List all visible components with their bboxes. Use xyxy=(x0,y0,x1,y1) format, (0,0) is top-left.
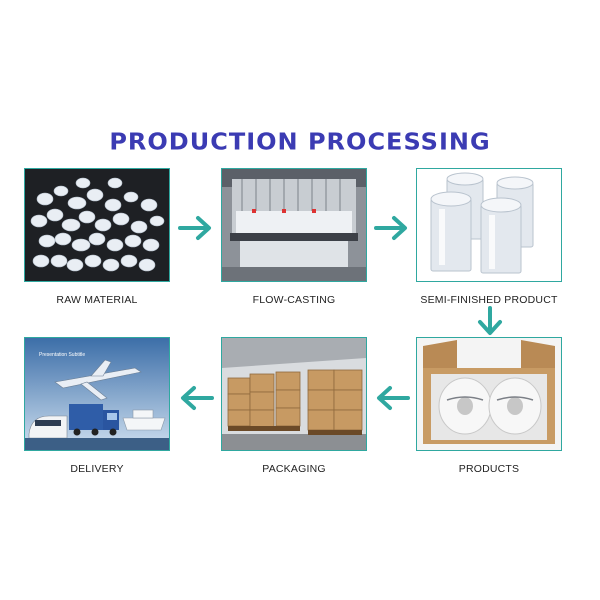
step-label: DELIVERY xyxy=(70,463,124,475)
step-label: RAW MATERIAL xyxy=(56,294,138,306)
arrow-left-icon xyxy=(374,384,410,412)
flow-casting-image xyxy=(221,168,367,282)
raw-material-image xyxy=(24,168,170,282)
step-raw-material: RAW MATERIAL xyxy=(24,168,170,306)
arrow-right-icon xyxy=(178,214,214,242)
arrow-right-icon xyxy=(374,214,410,242)
products-image xyxy=(416,337,562,451)
step-label: PRODUCTS xyxy=(458,463,520,475)
packaging-image xyxy=(221,337,367,451)
step-semi-finished-product: SEMI-FINISHED PRODUCT xyxy=(416,168,562,306)
step-label: SEMI-FINISHED PRODUCT xyxy=(420,294,558,306)
arrow-down-icon xyxy=(476,306,504,336)
delivery-caption: Presentation Subtitle xyxy=(39,352,85,358)
step-packaging: PACKAGING xyxy=(221,337,367,475)
step-label: FLOW-CASTING xyxy=(252,294,336,306)
step-flow-casting: FLOW-CASTING xyxy=(221,168,367,306)
delivery-image: Presentation Subtitle xyxy=(24,337,170,451)
step-products: PRODUCTS xyxy=(416,337,562,475)
arrow-left-icon xyxy=(178,384,214,412)
semi-finished-image xyxy=(416,168,562,282)
diagram-title: PRODUCTION PROCESSING xyxy=(109,128,491,156)
step-delivery: Presentation Subtitle DELIVERY xyxy=(24,337,170,475)
step-label: PACKAGING xyxy=(262,463,326,475)
